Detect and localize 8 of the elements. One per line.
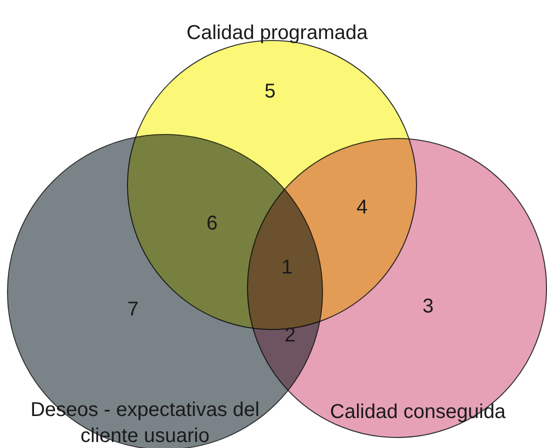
set-label: Calidad programada	[186, 21, 368, 46]
region-number: 6	[206, 212, 218, 236]
region-number: 7	[127, 298, 139, 322]
region-number: 3	[422, 296, 434, 318]
region-number: 2	[284, 324, 296, 348]
region-number: 1	[281, 256, 293, 280]
region-number: 5	[264, 80, 276, 104]
region-number: 4	[356, 196, 368, 220]
